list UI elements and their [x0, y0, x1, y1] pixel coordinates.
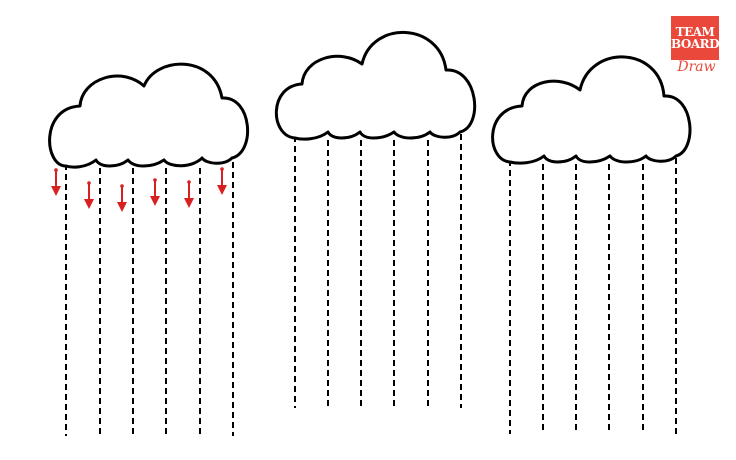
teamboard-logo: TEAM BOARD Draw — [671, 16, 720, 80]
rain-lines-middle — [294, 134, 462, 408]
logo-script-draw: Draw — [677, 59, 716, 75]
arrow-down-icon — [150, 178, 160, 206]
rain-lines-left — [65, 162, 234, 436]
arrows-left — [51, 167, 227, 212]
logo-box: TEAM BOARD — [671, 16, 720, 60]
arrow-down-icon — [84, 181, 94, 209]
arrow-down-icon — [117, 184, 127, 212]
cloud-left — [48, 62, 250, 169]
cloud-outline-icon — [48, 62, 250, 169]
arrow-down-icon — [51, 168, 61, 196]
arrow-down-icon — [184, 180, 194, 208]
rain-lines-right — [509, 158, 677, 434]
arrow-down-icon — [217, 167, 227, 195]
logo-line-team: TEAM — [675, 25, 715, 39]
cloud-outline-icon — [491, 55, 692, 165]
logo-line-board: BOARD — [671, 37, 720, 51]
cloud-right — [491, 55, 692, 165]
cloud-middle — [274, 30, 477, 141]
cloud-outline-icon — [274, 30, 477, 141]
